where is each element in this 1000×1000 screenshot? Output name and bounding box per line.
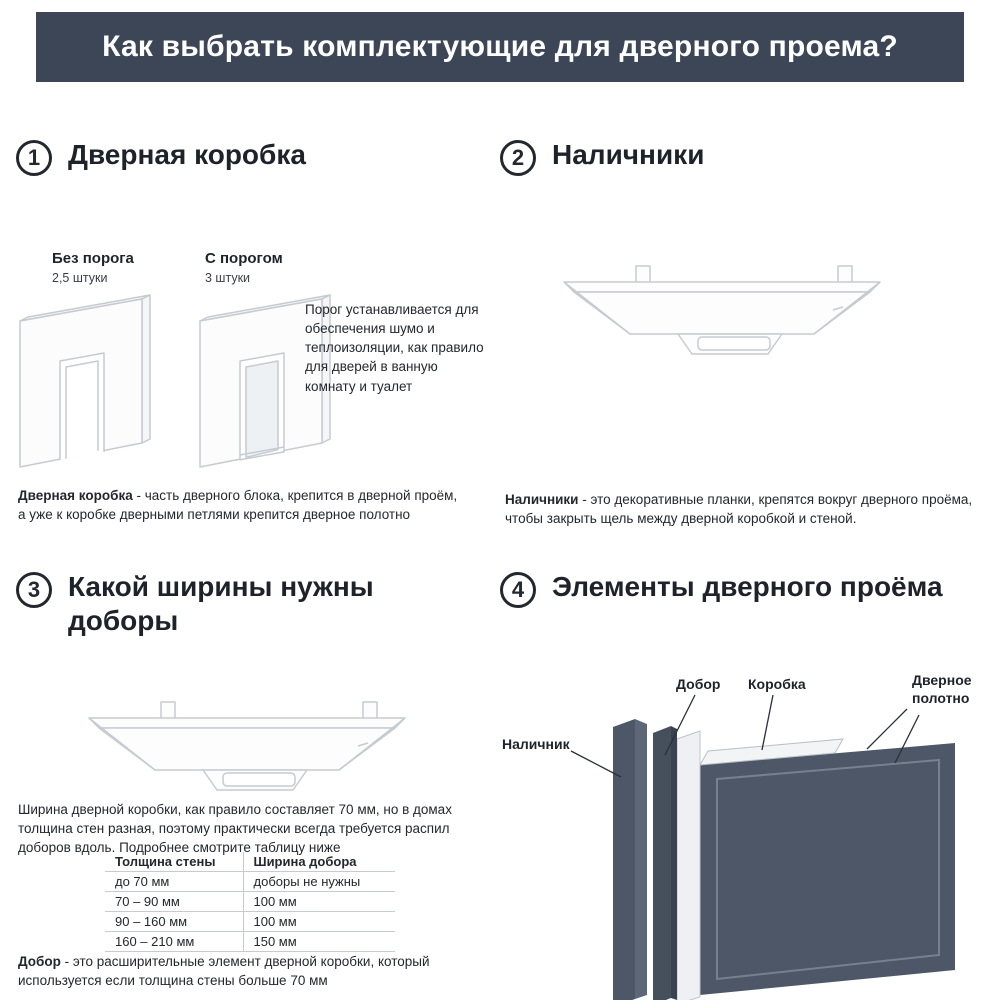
section3-description: Добор - это расширительные элемент дверн… [18, 952, 478, 990]
section1-title: Дверная коробка [68, 139, 306, 170]
section2-number-badge: 2 [500, 140, 536, 176]
section1-description-text: - часть дверного блока, крепится в дверн… [18, 488, 458, 523]
option-with-threshold: С порогом 3 штуки [205, 250, 283, 285]
table-row: 160 – 210 мм 150 мм [105, 931, 395, 952]
label-nalichnik: Наличник [502, 736, 570, 752]
polotno-leader-line-1 [866, 708, 908, 750]
door-leaf [245, 360, 279, 459]
table-cell: 90 – 160 мм [105, 911, 243, 932]
nalichnik-side-face [635, 719, 647, 999]
table-row: 90 – 160 мм 100 мм [105, 911, 395, 932]
table-row: до 70 мм доборы не нужны [105, 871, 395, 892]
table-cell: 100 мм [242, 891, 395, 912]
casing-front-face [573, 291, 871, 335]
nalichnik-front-face [613, 719, 635, 1000]
hinge-mark [832, 306, 844, 311]
threshold-line [239, 446, 285, 456]
section2-header: 2 Наличники [500, 138, 704, 176]
option-no-threshold: Без порога 2,5 штуки [52, 250, 134, 285]
mitre-line-left [88, 717, 156, 771]
section2-title: Наличники [552, 139, 705, 170]
frame-jamb-shape [676, 730, 701, 1000]
section4-header: 4 Элементы дверного проёма [500, 570, 943, 608]
section1-description: Дверная коробка - часть дверного блока, … [18, 486, 468, 524]
label-korobka: Коробка [748, 676, 806, 692]
table-cell: доборы не нужны [242, 871, 395, 892]
header-banner: Как выбрать комплектующие для дверного п… [36, 12, 964, 82]
section3-intro: Ширина дверной коробки, как правило сост… [18, 802, 452, 856]
casing-top-strip [563, 281, 881, 293]
dobor-edge [671, 726, 677, 1000]
threshold-note: Порог устанавливается для обеспечения шу… [305, 302, 484, 394]
table-header-wall-thickness: Толщина стены [115, 854, 216, 869]
section3-number-badge: 3 [16, 572, 52, 608]
dobor-width-table: Толщина стены Ширина добора до 70 мм доб… [105, 852, 395, 952]
dobor-leader-line [664, 694, 696, 756]
mitre-line-right [813, 281, 881, 335]
section1-description-term: Дверная коробка [18, 488, 133, 503]
label-polotno: Дверное полотно [912, 672, 972, 706]
page-title: Как выбрать комплектующие для дверного п… [102, 30, 898, 63]
section4-number-badge: 4 [500, 572, 536, 608]
door-leaf-panel-line [716, 758, 940, 981]
section2-description-term: Наличники [505, 492, 579, 507]
table-cell: 70 – 90 мм [105, 891, 243, 912]
door-opening-inner-line [65, 360, 99, 459]
table-cell: 160 – 210 мм [105, 931, 243, 952]
korobka-leader-line [761, 694, 774, 751]
option-with-threshold-qty: 3 штуки [205, 271, 251, 285]
table-cell: до 70 мм [105, 871, 243, 892]
section3-title: Какой ширины нужны доборы [68, 571, 374, 636]
door-no-threshold-illustration [19, 294, 151, 468]
casing-illustration [563, 265, 881, 355]
section1-number-badge: 1 [16, 140, 52, 176]
label-dobor: Добор [676, 676, 721, 692]
leader-lines [570, 694, 920, 778]
door-elements-3d-illustration [570, 694, 955, 1000]
table-row: 70 – 90 мм 100 мм [105, 891, 395, 912]
option-no-threshold-qty: 2,5 штуки [52, 271, 108, 285]
door-leaf-top [222, 772, 296, 787]
section2-description: Наличники - это декоративные планки, кре… [505, 490, 980, 528]
mitre-line-left [563, 281, 631, 335]
door-with-threshold-illustration [199, 294, 331, 468]
section3-description-text: - это расширительные элемент дверной кор… [18, 954, 430, 989]
dobor-illustration [88, 701, 406, 791]
section4-title: Элементы дверного проёма [552, 571, 943, 602]
section1-header: 1 Дверная коробка [16, 138, 306, 176]
wall-side-face [141, 294, 151, 444]
section3-description-term: Добор [18, 954, 61, 969]
dobor-shape [653, 726, 671, 1000]
table-cell: 100 мм [242, 911, 395, 932]
section3-header: 3 Какой ширины нужны доборы [16, 570, 398, 637]
option-with-threshold-label: С порогом [205, 250, 283, 267]
door-opening [59, 352, 105, 460]
table-header-row: Толщина стены Ширина добора [105, 852, 395, 872]
polotno-leader-line-2 [894, 714, 920, 764]
door-leaf-top [697, 336, 771, 351]
table-header-dobor-width: Ширина добора [242, 852, 395, 872]
mitre-line-right [338, 717, 406, 771]
table-cell: 150 мм [242, 931, 395, 952]
option-no-threshold-label: Без порога [52, 250, 134, 267]
door-leaf-shape [700, 743, 955, 995]
nalichnik-leader-line [570, 750, 622, 778]
casing-top-strip [88, 717, 406, 729]
casing-front-face [98, 727, 396, 771]
hinge-mark [357, 742, 369, 747]
frame-head-strip [699, 738, 844, 766]
section2-description-text: - это декоративные планки, крепятся вокр… [505, 492, 973, 527]
